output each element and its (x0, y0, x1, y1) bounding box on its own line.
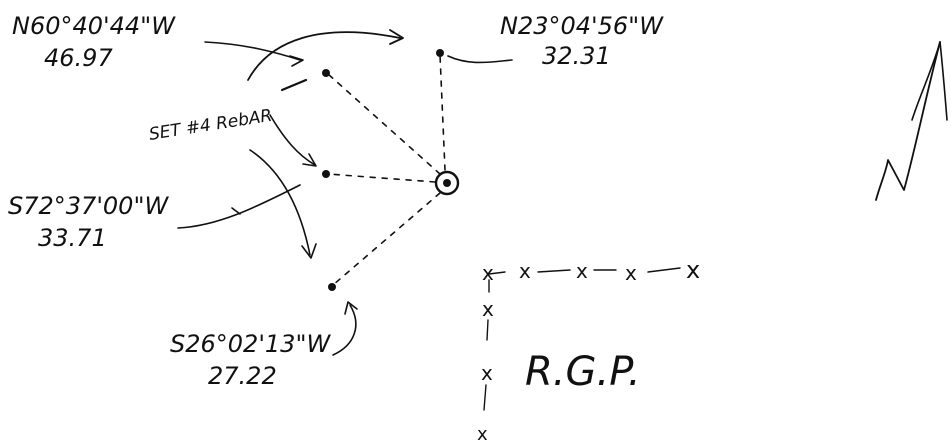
fence-x-6: x (482, 297, 494, 321)
fence-x-7: x (481, 361, 493, 385)
line-to-point-3 (327, 173, 436, 183)
set-rebar-note: SET #4 RebAR (148, 106, 274, 145)
rebar-point-2 (436, 49, 444, 57)
bearing-labels: N60°40'44"W 46.97 N23°04'56"W 32.31 S72°… (8, 12, 664, 390)
distance-1: 46.97 (44, 44, 113, 72)
distance-2: 32.31 (542, 42, 611, 70)
distance-3: 33.71 (38, 224, 107, 252)
area-label: R.G.P. (525, 349, 641, 395)
bearing-2: N23°04'56"W (500, 12, 664, 40)
rebar-point-3 (322, 170, 330, 178)
line-to-point-4 (332, 192, 441, 286)
radial-lines (327, 54, 446, 286)
bearing-4: S26°02'13"W (170, 330, 331, 358)
leader-lines (177, 29, 513, 356)
bearing-3: S72°37'00"W (8, 192, 169, 220)
fence-x-1: x (482, 261, 494, 285)
fence-x-4: x (625, 261, 637, 285)
bearing-1: N60°40'44"W (12, 12, 176, 40)
center-monument (434, 170, 460, 196)
rebar-points (322, 49, 444, 291)
north-arrow-stroke (875, 41, 941, 201)
fence: x x x x x x x x (477, 256, 700, 442)
north-arrow (875, 41, 948, 201)
fence-x-5: x (686, 256, 700, 284)
rebar-point-4 (328, 283, 336, 291)
line-to-point-2 (439, 54, 446, 171)
distance-4: 27.22 (208, 362, 277, 390)
line-to-point-1 (327, 73, 441, 175)
fence-x-8: x (477, 424, 488, 442)
rebar-point-1 (322, 69, 330, 77)
fence-x-2: x (519, 259, 531, 283)
fence-x-3: x (576, 259, 588, 283)
